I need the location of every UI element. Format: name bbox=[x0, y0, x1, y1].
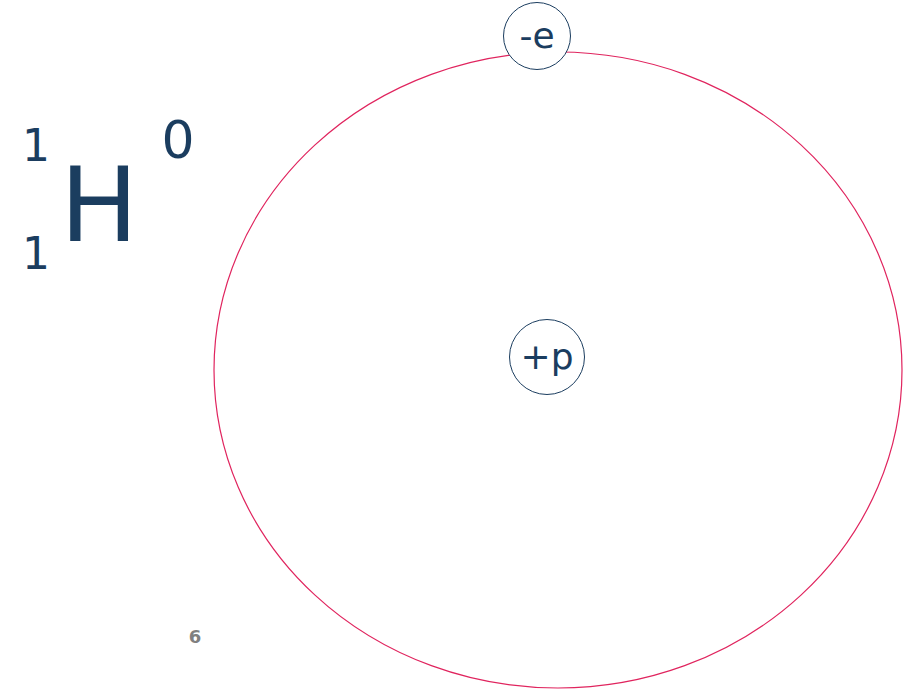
particle-label: +p bbox=[520, 339, 573, 375]
atomic-number: 1 bbox=[22, 232, 50, 276]
mass-number: 1 bbox=[22, 124, 50, 168]
charge-number: 0 bbox=[161, 114, 194, 166]
electron-circle: -e bbox=[503, 2, 571, 70]
page-number: 6 bbox=[189, 628, 202, 646]
electron-orbit bbox=[214, 52, 902, 688]
element-symbol: H bbox=[60, 153, 138, 257]
particle-label: -e bbox=[519, 18, 554, 54]
proton-circle: +p bbox=[509, 319, 585, 395]
